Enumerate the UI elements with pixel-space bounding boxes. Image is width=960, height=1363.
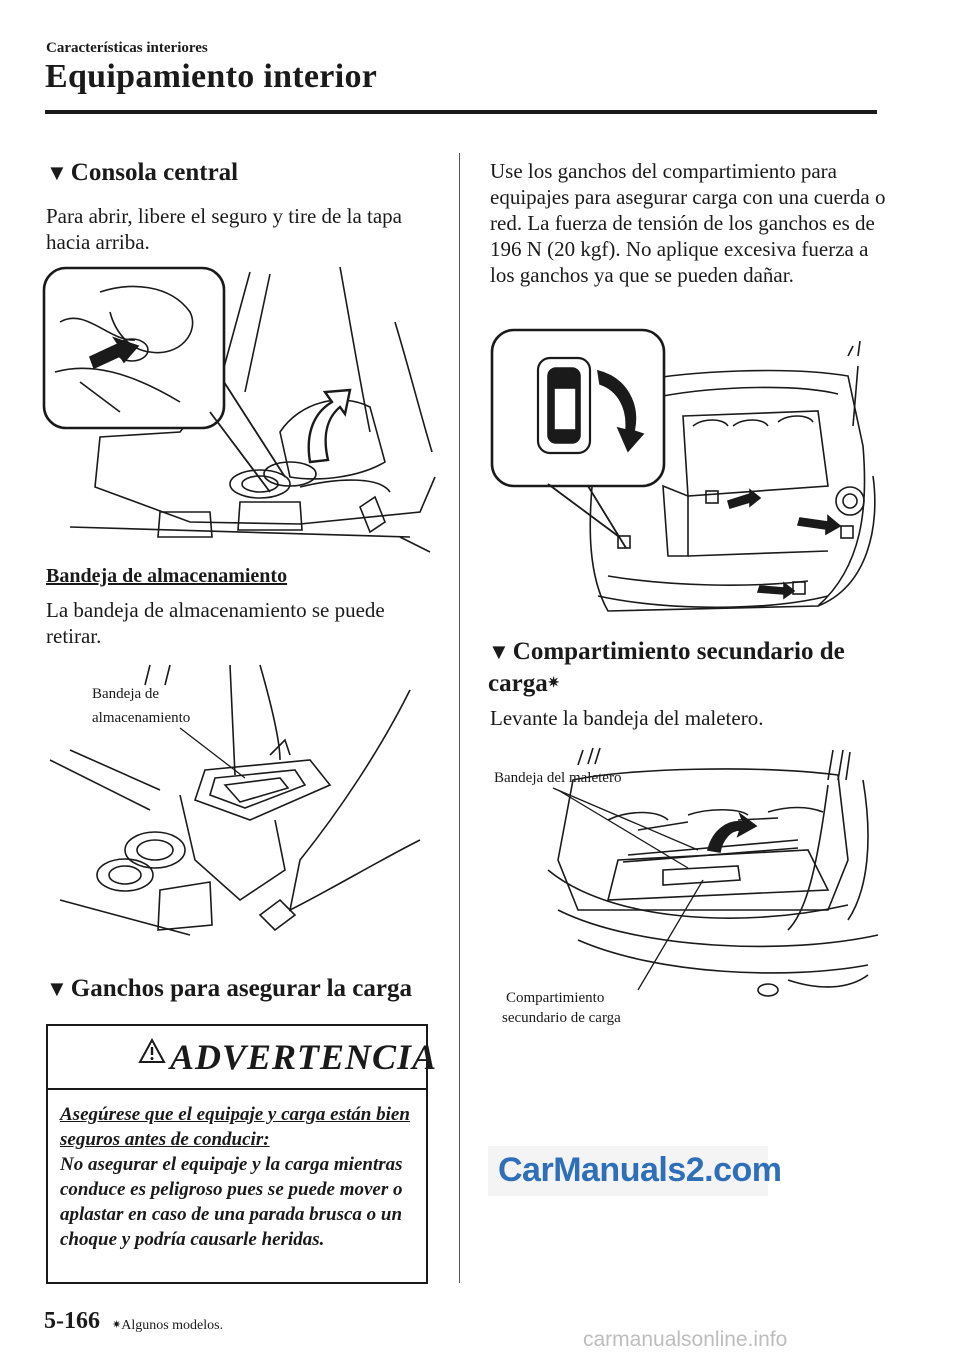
trunk-drawing (547, 747, 879, 997)
triangle-bullet-icon: ▼ (46, 160, 68, 185)
watermark-carmanuals: CarManuals2.com (488, 1146, 782, 1196)
paragraph-consola: Para abrir, libere el seguro y tire de l… (46, 204, 402, 254)
inset-latch-detail (42, 266, 286, 493)
up-arrow-icon (307, 388, 352, 464)
heading-text: Compartimiento secundario de carga (488, 638, 845, 697)
column-divider (459, 153, 460, 1283)
leader-line (557, 789, 689, 869)
asterisk-icon: ✷ (112, 1319, 122, 1331)
chapter-title: Características interiores (46, 40, 208, 56)
figure-storage-tray: Bandeja de almacenamiento (49, 664, 421, 936)
paragraph-bandeja: La bandeja de almacenamiento se puede re… (46, 598, 385, 648)
figure-subtrunk: Bandeja del maletero Compartimiento secu… (494, 747, 879, 1026)
paragraph-ganchos: Use los ganchos del compartimiento para … (490, 159, 886, 287)
warning-triangle-icon (138, 1038, 166, 1063)
watermark-carmanuals-text: CarManuals2.com (498, 1151, 782, 1189)
asterisk-icon: ✷ (547, 676, 560, 691)
section-title: Equipamiento interior (45, 58, 378, 95)
leader-line (552, 787, 699, 851)
label-bandeja-line1: Bandeja de (92, 686, 159, 702)
tray-drawing (49, 664, 421, 936)
label-compartimiento-line1: Compartimiento (506, 990, 604, 1006)
leader-line (179, 727, 246, 779)
header-rule (45, 110, 877, 114)
warning-lead: Asegúrese que el equipaje y carga están … (60, 1104, 410, 1150)
page-number: 5-166 (44, 1308, 100, 1334)
warning-header: ADVERTENCIA (48, 1026, 436, 1090)
heading-ganchos: ▼Ganchos para asegurar la carga (46, 973, 412, 1005)
subheading-bandeja: Bandeja de almacenamiento (46, 565, 288, 587)
watermark-online: carmanualsonline.info (583, 1328, 788, 1351)
warning-box: ADVERTENCIA Asegúrese que el equipaje y … (46, 1024, 436, 1284)
warning-title: ADVERTENCIA (170, 1037, 438, 1077)
label-compartimiento-line2: secundario de carga (502, 1010, 621, 1026)
footnote-text: Algunos modelos. (121, 1318, 224, 1333)
label-bandeja-maletero: Bandeja del maletero (494, 770, 621, 786)
triangle-bullet-icon: ▼ (488, 639, 510, 664)
heading-text: Ganchos para asegurar la carga (70, 975, 412, 1002)
figure-center-console (42, 266, 436, 553)
figure-cargo-hooks (490, 328, 876, 612)
triangle-bullet-icon: ▼ (46, 976, 68, 1001)
console-drawing (69, 266, 436, 553)
heading-consola-central: ▼Consola central (46, 157, 238, 189)
footnote: ✷Algunos modelos. (112, 1318, 223, 1334)
hatch-drawing (589, 340, 876, 612)
warning-body: Asegúrese que el equipaje y carga están … (60, 1102, 422, 1252)
heading-secundario: ▼Compartimiento secundario de carga✷ (488, 636, 888, 700)
label-bandeja-line2: almacenamiento (92, 710, 190, 726)
inset-hook-detail (490, 328, 666, 549)
heading-text: Consola central (70, 159, 239, 186)
leader-line (637, 879, 704, 991)
paragraph-secundario: Levante la bandeja del maletero. (490, 706, 764, 730)
warning-text: No asegurar el equipaje y la carga mient… (60, 1154, 403, 1250)
